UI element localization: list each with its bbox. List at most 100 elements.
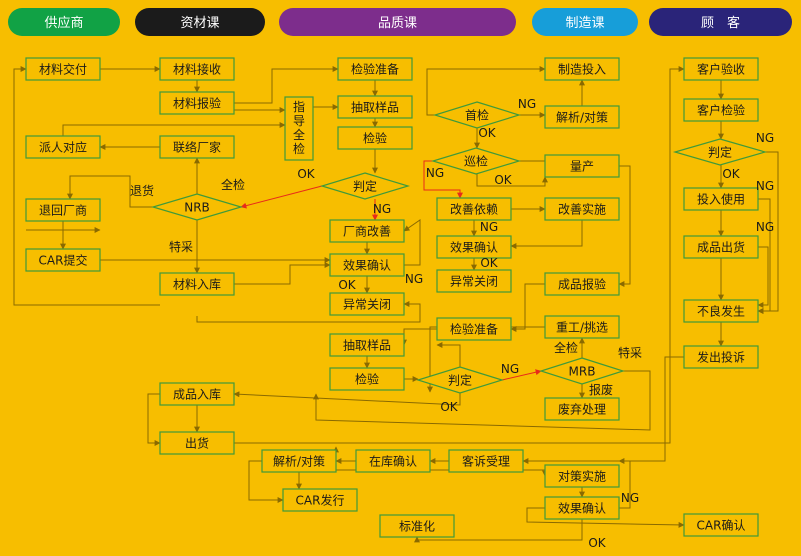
node-effect2[interactable]: 效果确认 [436,235,512,259]
node-fg-stock[interactable]: 成品入库 [159,382,235,406]
node-stock-confirm[interactable]: 在库确认 [355,449,431,473]
node-cust-inspect[interactable]: 客户检验 [683,98,759,122]
node-fg-report[interactable]: 成品报验 [544,272,620,296]
node-fqc-judge[interactable]: 判定 [415,366,505,394]
node-defect[interactable]: 不良发生 [683,299,759,323]
node-label: 标准化 [399,520,435,534]
node-label: 成品报验 [558,277,606,292]
connector-41 [501,369,542,381]
node-label: 对策实施 [558,469,606,484]
lane-label: 供应商 [44,15,83,31]
node-iqc-prep[interactable]: 检验准备 [337,57,413,81]
node-contact[interactable]: 联络厂家 [159,135,235,159]
decision-diamond [430,147,522,175]
node-improve-exec[interactable]: 改善实施 [544,197,620,221]
edge-label-use-ng: NG [756,179,774,193]
node-return-vendor[interactable]: 退回厂商 [25,198,101,222]
decision-diamond [672,138,768,166]
lane-header-manufacturing: 制造课 [532,8,638,36]
lane-pill [279,8,516,36]
node-mfg-input[interactable]: 制造投入 [544,57,620,81]
node-stock-in[interactable]: 材料入库 [159,272,235,296]
node-scrap[interactable]: 废弃处理 [544,397,620,421]
node-patrol[interactable]: 巡检 [430,147,522,175]
node-fqc-inspect[interactable]: 检验 [329,367,405,391]
node-measure[interactable]: 对策实施 [544,464,620,488]
node-label: 巡检 [464,154,488,169]
process-box [25,248,101,272]
node-label: 厂商改善 [343,224,391,239]
lane-header-materials: 资材课 [135,8,265,36]
lane-header-supplier: 供应商 [8,8,120,36]
node-cust-judge[interactable]: 判定 [672,138,768,166]
node-iqc-sample[interactable]: 抽取样品 [337,95,413,119]
edge-label-first-ok: OK [478,126,496,140]
node-ship[interactable]: 出货 [159,431,235,455]
node-dispatch[interactable]: 派人对应 [25,135,101,159]
node-label: 异常关闭 [450,275,498,289]
node-fg-ship[interactable]: 成品出货 [683,235,759,259]
node-close2[interactable]: 异常关闭 [436,269,512,293]
node-label: 材料交付 [39,62,87,77]
edge-label-patrol-ok: OK [494,173,512,187]
node-analysis2[interactable]: 解析/对策 [261,449,337,473]
node-label: 效果确认 [343,258,391,273]
node-vendor-improve[interactable]: 厂商改善 [329,219,405,243]
node-car-submit[interactable]: CAR提交 [25,248,101,272]
node-mass[interactable]: 量产 [544,154,620,178]
connector-30 [476,174,548,187]
node-effect3[interactable]: 效果确认 [544,496,620,520]
node-label: 首检 [465,108,489,123]
node-supply[interactable]: 材料交付 [25,57,101,81]
process-box [544,397,620,421]
connector-37 [401,328,437,346]
node-nrb[interactable]: NRB [150,193,244,221]
node-iqc-inspect[interactable]: 检验 [337,126,413,150]
node-complaint-send[interactable]: 发出投诉 [683,345,759,369]
node-complaint[interactable]: 客诉受理 [448,449,524,473]
node-label: 成品出货 [697,240,745,255]
connector-62 [248,460,284,503]
node-mrb[interactable]: MRB [539,357,625,385]
node-put-use[interactable]: 投入使用 [683,187,759,211]
node-fqc-sample[interactable]: 抽取样品 [329,333,405,357]
connector-36 [510,283,545,332]
node-car-confirm[interactable]: CAR确认 [683,513,759,537]
connector-57 [757,246,769,308]
process-box [159,431,235,455]
process-box [25,135,101,159]
node-iqc-judge[interactable]: 判定 [319,172,411,200]
edge-label-iqc-ng: NG [373,202,391,216]
node-effect1[interactable]: 效果确认 [329,253,405,277]
node-fqc-prep[interactable]: 检验准备 [436,317,512,341]
edge-label-mrb-special: 特采 [618,345,642,360]
node-label: 材料报验 [173,96,221,111]
edge-label-effect3-ng: NG [621,491,639,505]
lane-label: 顾 客 [701,15,740,31]
node-standard[interactable]: 标准化 [379,514,455,538]
process-box [329,292,405,316]
node-cust-accept[interactable]: 客户验收 [683,57,759,81]
process-box [544,105,620,129]
node-car-issue[interactable]: CAR发行 [282,488,358,512]
node-label: 出货 [185,436,209,451]
node-receive[interactable]: 材料接收 [159,57,235,81]
edge-label-mrb-scrap: 报废 [589,382,613,397]
connector-40 [436,342,461,367]
node-improve-req[interactable]: 改善依赖 [436,197,512,221]
node-label: 判定 [448,373,472,388]
node-label: 客户验收 [697,62,745,77]
node-label: 材料接收 [173,62,221,77]
node-guide[interactable]: 指导全检 [284,96,314,161]
node-rework[interactable]: 重工/挑选 [544,315,620,339]
node-report[interactable]: 材料报验 [159,91,235,115]
node-label: 抽取样品 [343,338,391,353]
connector-2 [234,66,339,104]
process-box [159,91,235,115]
node-analysis1[interactable]: 解析/对策 [544,105,620,129]
connector-46 [313,370,651,431]
edge-label-nrb-special: 特采 [169,239,193,254]
node-first-check[interactable]: 首检 [432,101,522,129]
node-close1[interactable]: 异常关闭 [329,292,405,316]
